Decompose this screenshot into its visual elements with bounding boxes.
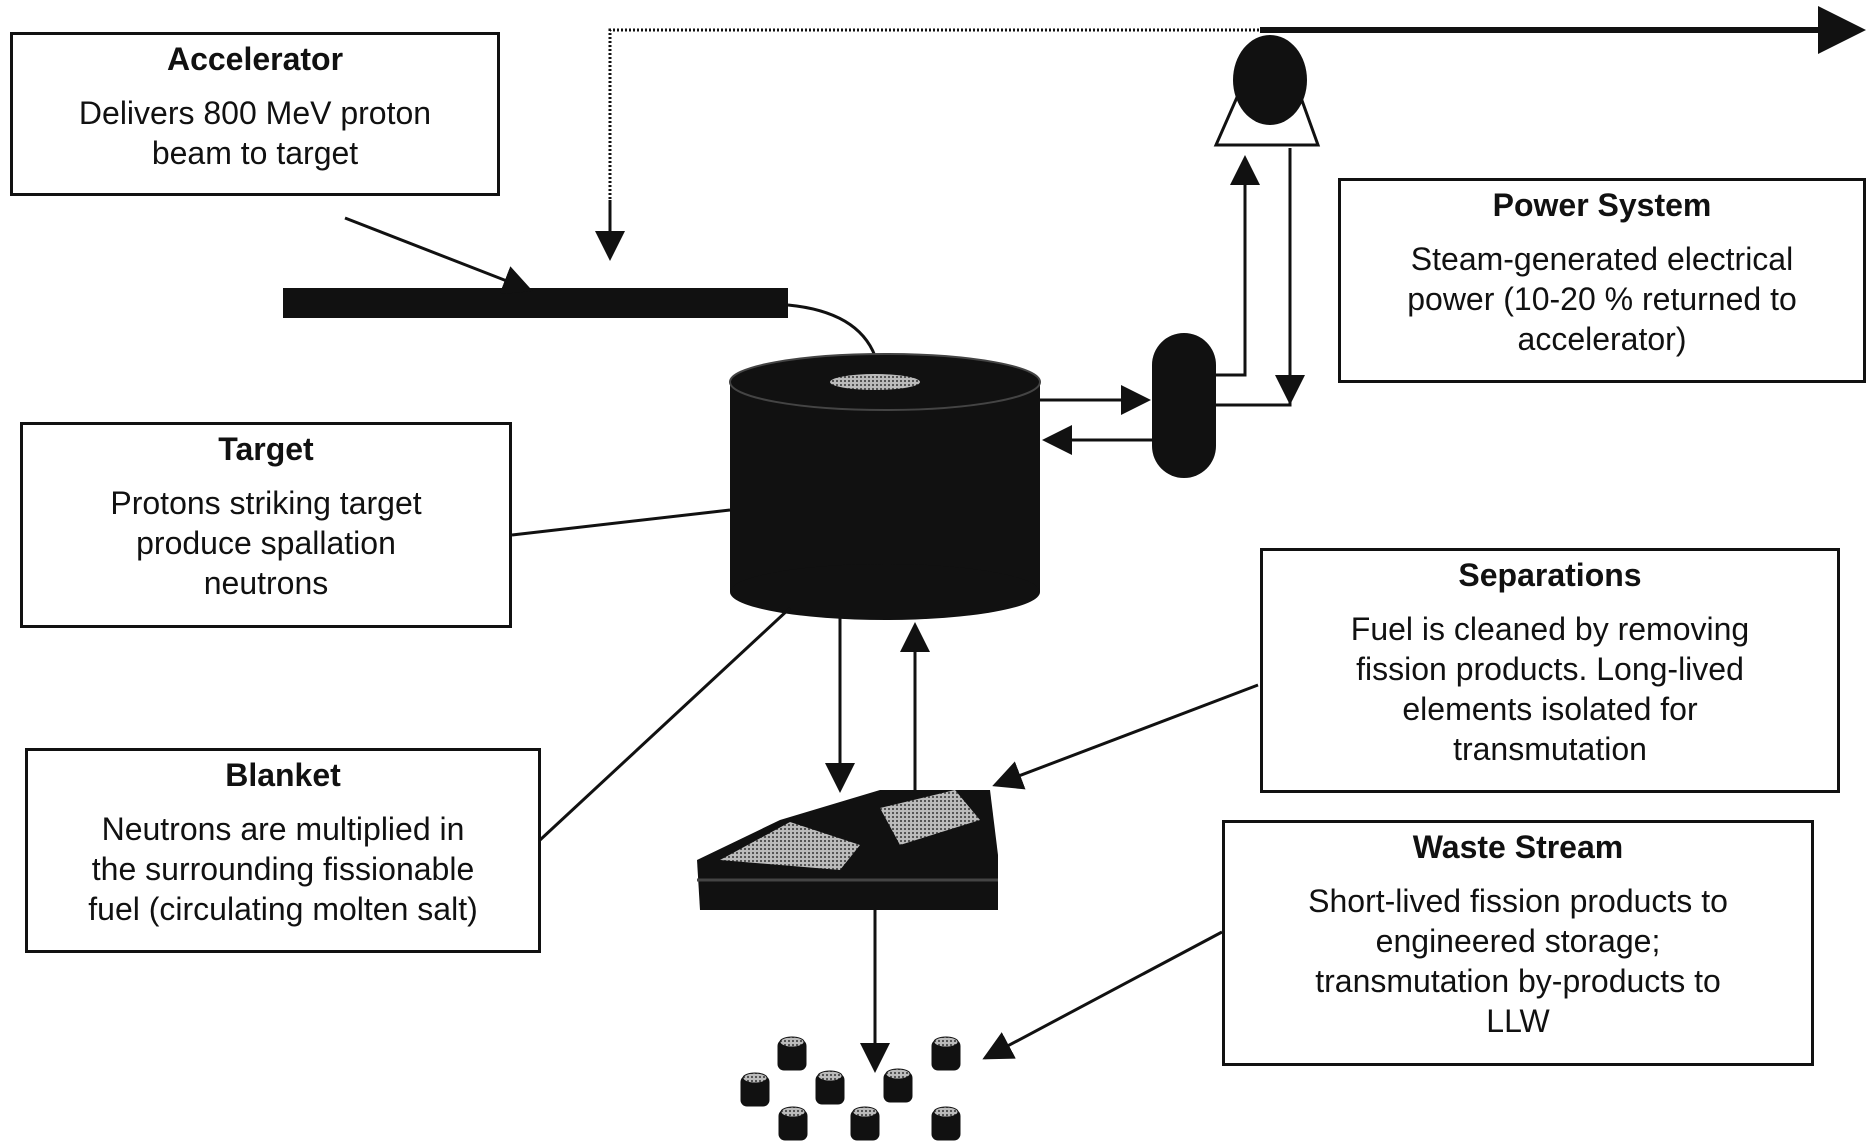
- waste-stream-box: Waste Stream Short-lived fission product…: [1222, 820, 1814, 1066]
- separations-pointer: [992, 683, 1259, 790]
- blanket-pointer: [538, 606, 792, 842]
- generator-icon: [1213, 35, 1321, 147]
- separations-line: Fuel is cleaned by removing: [1350, 611, 1750, 647]
- waste-stream-line: engineered storage;: [1375, 923, 1661, 959]
- power-system-line: accelerator): [1517, 321, 1687, 357]
- separations-unit: [697, 790, 998, 910]
- waste-drums: [740, 1036, 961, 1141]
- accelerator-line: Delivers 800 MeV proton: [78, 95, 432, 131]
- accelerator-pointer: [344, 216, 533, 295]
- accelerator-line: beam to target: [151, 135, 359, 171]
- heat-exchanger: [1152, 333, 1216, 478]
- target-line: produce spallation: [136, 525, 396, 561]
- blanket-line: the surrounding fissionable: [91, 851, 475, 887]
- power-system-title: Power System: [1492, 187, 1712, 223]
- target-title: Target: [218, 431, 314, 467]
- waste-stream-title: Waste Stream: [1412, 829, 1624, 865]
- target-cylinder: [729, 353, 1041, 620]
- accelerator-box: Accelerator Delivers 800 MeV proton beam…: [10, 32, 500, 196]
- blanket-line: fuel (circulating molten salt): [88, 891, 478, 927]
- blanket-box: Blanket Neutrons are multiplied in the s…: [25, 748, 541, 953]
- accelerator-title: Accelerator: [166, 41, 344, 77]
- target-pointer: [511, 508, 731, 537]
- power-system-line: Steam-generated electrical: [1410, 241, 1794, 277]
- separations-title: Separations: [1458, 557, 1642, 593]
- power-system-box: Power System Steam-generated electrical …: [1338, 178, 1866, 383]
- beam-pipe: [283, 288, 788, 318]
- separations-line: elements isolated for: [1402, 691, 1698, 727]
- power-system-line: power (10-20 % returned to: [1407, 281, 1797, 317]
- waste-stream-line: transmutation by-products to: [1315, 963, 1721, 999]
- waste-stream-line: Short-lived fission products to: [1308, 883, 1728, 919]
- separations-line: fission products. Long-lived: [1356, 651, 1744, 687]
- waste-pointer: [982, 930, 1223, 1060]
- blanket-title: Blanket: [225, 757, 341, 793]
- waste-stream-line: LLW: [1486, 1003, 1550, 1039]
- separations-line: transmutation: [1453, 731, 1647, 767]
- separations-box: Separations Fuel is cleaned by removing …: [1260, 548, 1840, 793]
- power-return-line: [595, 6, 1866, 261]
- beam-curve: [787, 303, 877, 357]
- blanket-line: Neutrons are multiplied in: [101, 811, 465, 847]
- target-line: Protons striking target: [110, 485, 422, 521]
- target-box: Target Protons striking target produce s…: [20, 422, 512, 628]
- target-line: neutrons: [203, 565, 329, 601]
